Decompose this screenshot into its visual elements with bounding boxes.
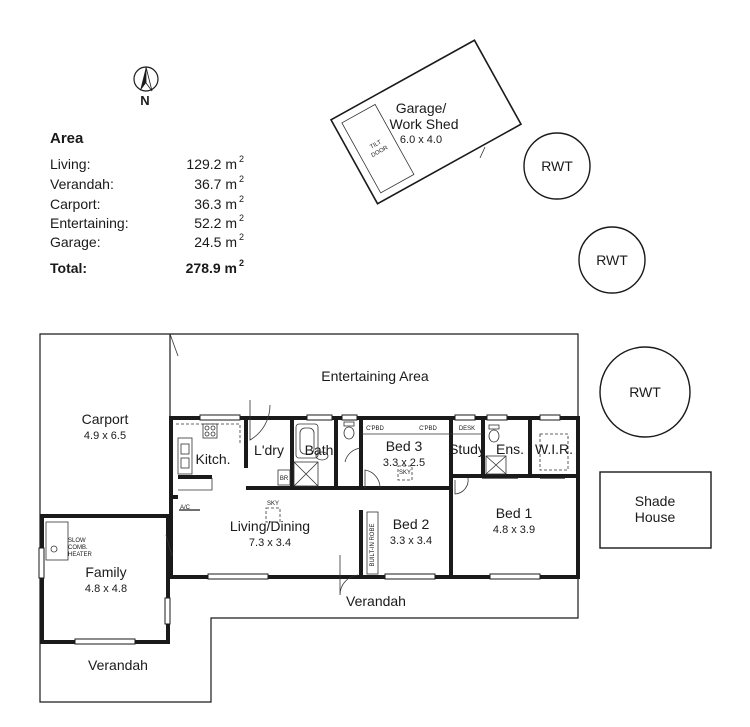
shade-house-line2: House [635,509,676,525]
area-sup-garage: 2 [239,232,244,242]
kitchen-label: Kitch. [195,451,230,467]
wir-label: W.I.R. [535,441,573,457]
area-label-carport: Carport: [50,196,101,212]
rwt-label-3: RWT [629,384,661,400]
cpbd-note-1: C'PBD [366,426,384,432]
area-sup-verandah: 2 [239,174,244,184]
carport-label: Carport [82,411,129,427]
family-walls [40,514,170,644]
robe-note: BUILT-IN ROBE [370,524,376,567]
area-value-garage: 24.5 m [194,234,237,250]
family-label: Family [85,564,126,580]
bed2-dims: 3.3 x 3.4 [390,535,432,547]
area-total-value: 278.9 m [186,260,237,276]
area-label-garage: Garage: [50,234,101,250]
sky-note-living: SKY [267,501,279,507]
house-walls [169,416,580,579]
rwt-label-1: RWT [541,158,573,174]
heater-note-1: SLOW [68,538,86,544]
br-note: BR [280,476,289,482]
bath-label: Bath [305,442,334,458]
entertaining-label: Entertaining Area [321,368,429,384]
living-label: Living/Dining [230,518,310,534]
garage-name-line1: Garage/ [396,100,447,116]
north-arrow-icon [133,66,159,92]
garage-dims: 6.0 x 4.0 [400,134,442,146]
area-value-carport: 36.3 m [194,196,237,212]
area-label-living: Living: [50,156,90,172]
area-value-verandah: 36.7 m [194,176,237,192]
sky-note-bed3: SKY [399,470,411,476]
bed3-label: Bed 3 [386,438,423,454]
area-total-sup: 2 [239,258,244,268]
shade-house [599,471,712,549]
area-label-entertaining: Entertaining: [50,215,129,231]
outdoor-outline [39,333,579,703]
bed3-dims: 3.3 x 2.5 [383,457,425,469]
area-sup-carport: 2 [239,194,244,204]
rainwater-tank-1 [523,132,591,200]
rainwater-tank-3 [599,346,691,438]
area-label-verandah: Verandah: [50,176,114,192]
tilt-door-label-1: TILT [369,139,383,150]
living-dims: 7.3 x 3.4 [249,537,291,549]
verandah-front-label: Verandah [88,657,148,673]
laundry-label: L'dry [254,442,284,458]
garage-shed: TILT DOOR [329,39,523,205]
family-dims: 4.8 x 4.8 [85,583,127,595]
heater-note-3: HEATER [68,552,93,558]
rainwater-tank-2 [578,226,646,294]
area-sup-entertaining: 2 [239,213,244,223]
area-sup-living: 2 [239,154,244,164]
study-label: Study [449,441,485,457]
compass-label: N [140,93,149,108]
ac-note: A/C [180,505,191,511]
rwt-label-2: RWT [596,252,628,268]
cpbd-note-2: C'PBD [419,426,437,432]
carport-dims: 4.9 x 6.5 [84,430,126,442]
area-table: Area Living: 129.2 m 2 Verandah: 36.7 m … [50,130,244,276]
heater-note-2: COMB. [68,545,88,551]
area-title: Area [50,130,84,147]
desk-note: DESK [459,426,475,432]
shade-house-line1: Shade [635,493,676,509]
garage-name-line2: Work Shed [390,116,459,132]
area-value-living: 129.2 m [186,156,237,172]
area-total-label: Total: [50,260,87,276]
area-value-entertaining: 52.2 m [194,215,237,231]
ensuite-label: Ens. [496,441,524,457]
bed1-label: Bed 1 [496,505,533,521]
bed1-dims: 4.8 x 3.9 [493,524,535,536]
bed2-label: Bed 2 [393,516,430,532]
verandah-rear-label: Verandah [346,593,406,609]
